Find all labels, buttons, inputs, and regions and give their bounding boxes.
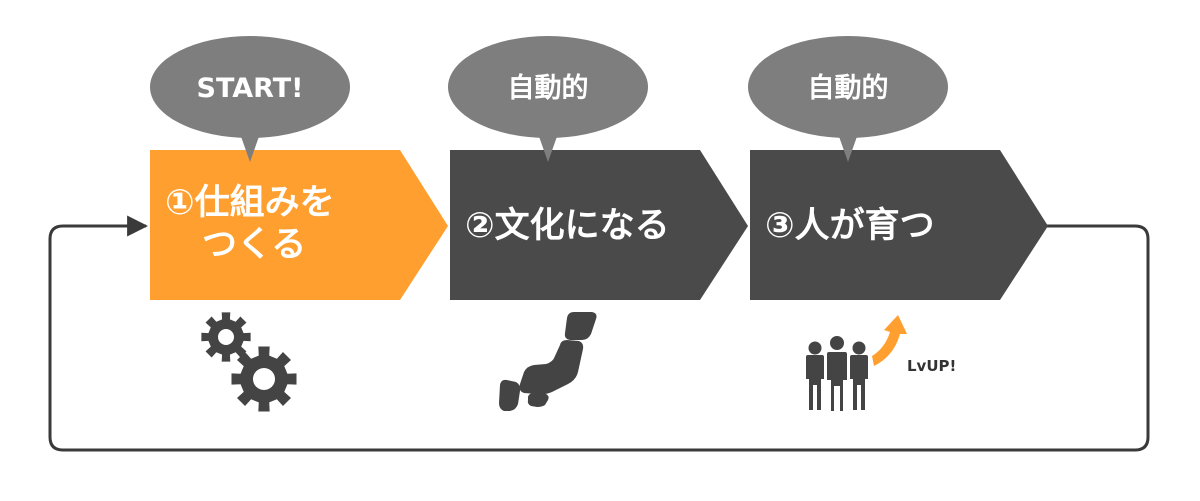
- bubble-automatic-2: 自動的: [748, 36, 948, 162]
- bubble-automatic-1: 自動的: [448, 36, 648, 162]
- step-3-line-1: ③人が育つ: [765, 206, 935, 246]
- kyushu-shape: [499, 379, 521, 411]
- bubble-automatic-1-shape: [448, 36, 648, 138]
- bubble-start-label: START!: [197, 73, 304, 104]
- step-3: ③人が育つ: [750, 150, 1048, 300]
- step-2: ②文化になる: [450, 150, 748, 300]
- step-1-arrow-shape: [150, 150, 448, 300]
- bubble-automatic-1-tail: [536, 128, 560, 162]
- bubble-start-shape: [150, 36, 350, 138]
- bubble-start: START!: [150, 36, 350, 162]
- step-3-label: ③人が育つ: [765, 206, 935, 246]
- step-2-line-1: ②文化になる: [465, 206, 670, 246]
- up-arrow-icon: [872, 315, 907, 366]
- bubble-automatic-2-shape: [748, 36, 948, 138]
- hokkaido-shape: [564, 312, 597, 340]
- gear-large-hole: [253, 368, 275, 390]
- step-1-label: ①仕組みを つくる: [165, 183, 347, 265]
- step-1: ①仕組みを つくる: [150, 150, 448, 300]
- shikoku-shape: [527, 393, 549, 407]
- people-group-icon: [806, 334, 868, 413]
- honshu-shape: [519, 340, 584, 395]
- step-2-arrow-shape: [450, 150, 748, 300]
- bubble-automatic-1-label: 自動的: [508, 72, 589, 104]
- small-gear-icon: [201, 312, 251, 362]
- step-3-arrow-shape: [750, 150, 1048, 300]
- loop-arrow-icon: [48, 215, 1150, 452]
- people-lvup-icon: LvUP!: [806, 315, 956, 413]
- bubble-automatic-2-tail: [836, 128, 860, 162]
- gears-icon: [201, 312, 297, 412]
- bubble-automatic-2-label: 自動的: [808, 72, 889, 104]
- lvup-label: LvUP!: [907, 357, 956, 375]
- large-gear-icon: [231, 346, 297, 412]
- step-1-line-1: ①仕組みを: [165, 183, 335, 223]
- gear-small-hole: [218, 329, 234, 345]
- step-1-line-2: つくる: [202, 225, 306, 265]
- japan-map-icon: [499, 312, 597, 411]
- bubble-start-tail: [238, 128, 262, 162]
- step-2-label: ②文化になる: [465, 206, 670, 246]
